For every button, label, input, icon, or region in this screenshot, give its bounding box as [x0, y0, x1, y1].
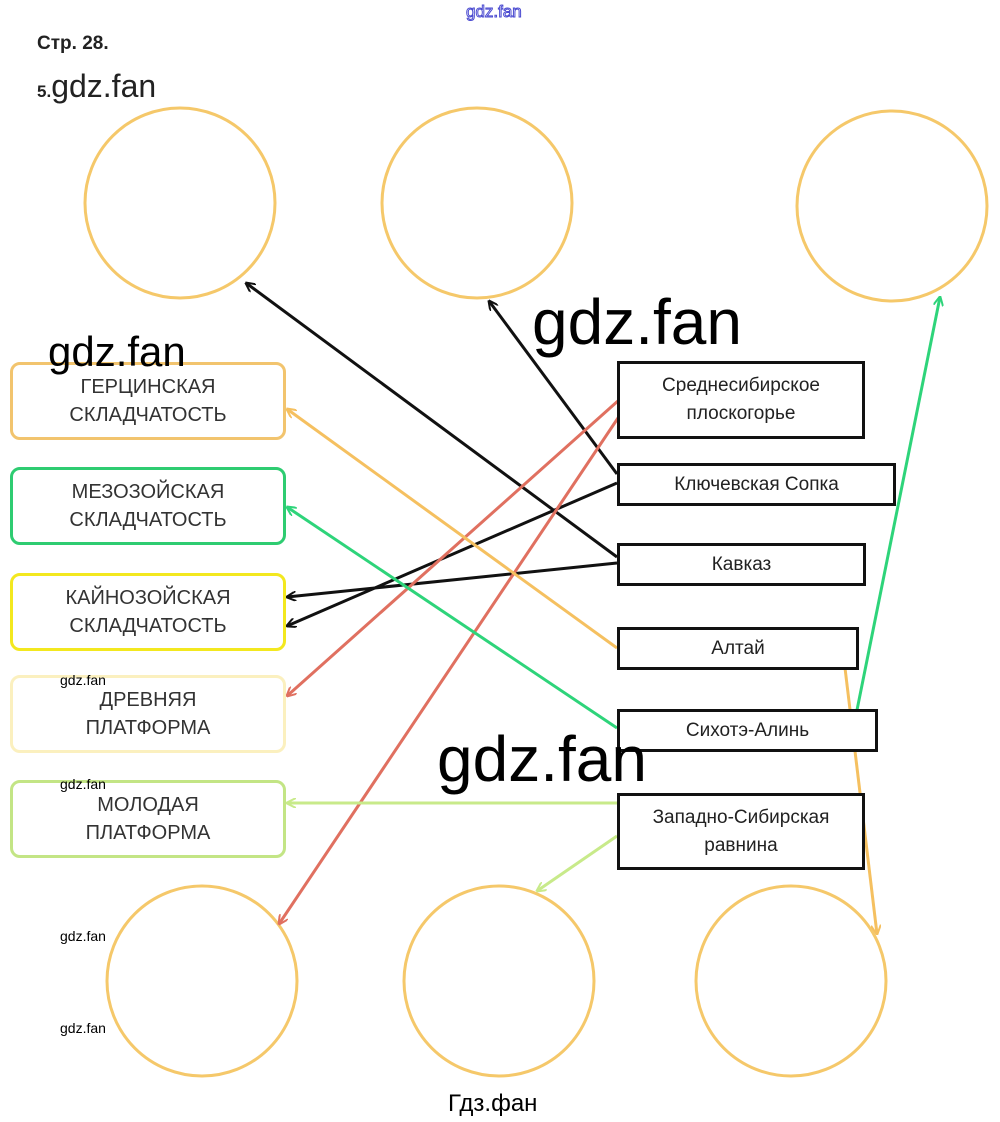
arrow-sikhote-mesozoic [287, 507, 618, 730]
arrow-altai-hercynian [287, 409, 618, 650]
label: ПЛАТФОРМА [85, 822, 211, 844]
label: равнина [704, 834, 778, 856]
label: Кавказ [711, 553, 772, 575]
region-kavkaz: Кавказ [617, 543, 866, 586]
label: Ключевская Сопка [674, 473, 839, 495]
watermark-small-3: gdz.fan [60, 928, 106, 944]
region-zapadno-sibirskaya: Западно-Сибирская равнина [617, 793, 865, 870]
region-srednesibirskoe: Среднесибирское плоскогорье [617, 361, 865, 439]
region-altai: Алтай [617, 627, 859, 670]
watermark-footer: Гдз.фан [448, 1090, 538, 1117]
watermark-top: gdz.fan [466, 2, 523, 22]
empty-circle-bottom-3 [694, 884, 888, 1078]
task-number: 5.gdz.fan [37, 68, 156, 105]
watermark-title: gdz.fan [51, 68, 157, 104]
label: плоскогорье [686, 403, 796, 424]
category-ancient-platform: ДРЕВНЯЯ ПЛАТФОРМА [10, 675, 286, 753]
label: СКЛАДЧАТОСТЬ [69, 509, 227, 531]
label: СКЛАДЧАТОСТЬ [69, 615, 227, 637]
watermark-small-2: gdz.fan [60, 776, 106, 792]
label: МЕЗОЗОЙСКАЯ [71, 481, 225, 503]
label: Сихотэ-Алинь [685, 719, 810, 741]
empty-circle-top-3 [795, 109, 989, 303]
category-hercynian: ГЕРЦИНСКАЯ СКЛАДЧАТОСТЬ [10, 362, 286, 440]
watermark-small-1: gdz.fan [60, 672, 106, 688]
category-mesozoic: МЕЗОЗОЙСКАЯ СКЛАДЧАТОСТЬ [10, 467, 286, 545]
arrow-kavkaz-kainozoic [287, 561, 618, 597]
label: ПЛАТФОРМА [85, 717, 211, 739]
label: Западно-Сибирская [652, 806, 830, 828]
page-number: Стр. 28. [37, 33, 109, 54]
watermark-large-1: gdz.fan [48, 328, 186, 375]
region-sikhote-alin: Сихотэ-Алинь [617, 709, 878, 752]
label: Среднесибирское [662, 375, 820, 396]
category-cenozoic: КАЙНОЗОЙСКАЯ СКЛАДЧАТОСТЬ [10, 573, 286, 651]
empty-circle-top-1 [83, 106, 277, 300]
category-young-platform: МОЛОДАЯ ПЛАТФОРМА [10, 780, 286, 858]
arrow-klyuchevskaya-kainozoic [287, 481, 618, 626]
arrow-klyuchevskaya-circle [489, 301, 619, 475]
watermark-large-2: gdz.fan [532, 286, 742, 358]
label: СКЛАДЧАТОСТЬ [69, 404, 227, 426]
empty-circle-bottom-2 [402, 884, 596, 1078]
arrow-srednesib-ancient [287, 398, 620, 696]
empty-circle-bottom-1 [105, 884, 299, 1078]
watermark-small-4: gdz.fan [60, 1020, 106, 1036]
label: МОЛОДАЯ [97, 794, 199, 816]
arrow-srednesib-circle [279, 414, 622, 924]
label: ГЕРЦИНСКАЯ [80, 376, 216, 398]
arrow-zapsib-circle [537, 834, 618, 891]
watermark-large-3: gdz.fan [437, 723, 647, 795]
arrow-sikhote-circle [855, 297, 940, 711]
label: КАЙНОЗОЙСКАЯ [65, 587, 231, 609]
task-number-label: 5. [37, 82, 52, 101]
region-klyuchevskaya: Ключевская Сопка [617, 463, 896, 506]
empty-circle-top-2 [380, 106, 574, 300]
label: Алтай [711, 637, 765, 659]
label: ДРЕВНЯЯ [99, 689, 197, 711]
